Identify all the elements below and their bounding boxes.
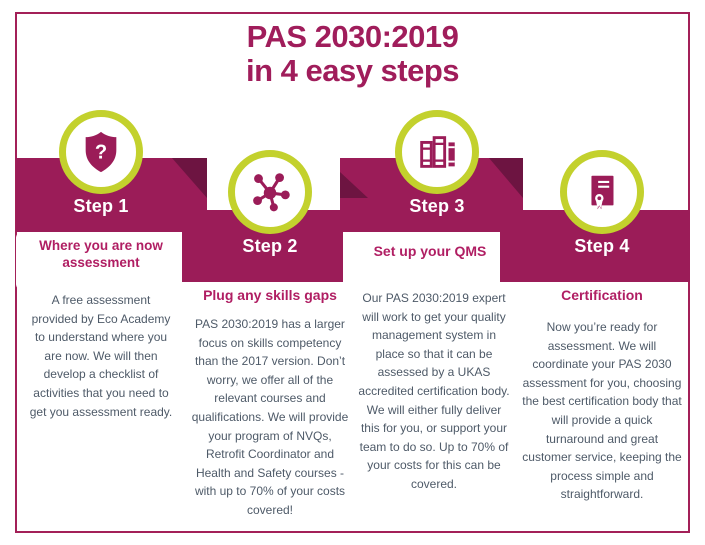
step-2-subtitle: Plug any skills gaps — [203, 287, 337, 303]
step-3-label: Step 3 — [409, 196, 465, 216]
step-1-subtitle-box — [16, 232, 182, 290]
step-4-body: Now you’re ready for assessment. We will… — [522, 320, 682, 502]
step-1-label: Step 1 — [73, 196, 129, 216]
shield-question-icon: ? — [85, 131, 117, 173]
svg-text:?: ? — [95, 142, 107, 164]
step-4-circle — [560, 150, 644, 234]
page-title: PAS 2030:2019 in 4 easy steps — [0, 19, 705, 89]
step-3-circle — [395, 110, 479, 194]
step-3-subtitle-box — [358, 232, 500, 282]
step-2-label: Step 2 — [242, 236, 298, 256]
step-3-subtitle: Set up your QMS — [373, 243, 487, 259]
step-4-subtitle: Certification — [561, 287, 643, 303]
step-1-subtitle: Where you are now assessment — [39, 238, 163, 270]
step-4-label: Step 4 — [574, 236, 630, 256]
step-1-circle: ? — [59, 110, 143, 194]
network-icon — [253, 173, 290, 212]
title-line-1: PAS 2030:2019 — [246, 19, 459, 54]
step-1-body: A free assessment provided by Eco Academ… — [29, 293, 173, 419]
step-2-body: PAS 2030:2019 has a larger focus on skil… — [191, 317, 349, 517]
title-line-2: in 4 easy steps — [245, 53, 460, 89]
step-2-circle — [228, 150, 312, 234]
step-3-body: Our PAS 2030:2019 expert will work to ge… — [358, 291, 510, 491]
books-icon — [420, 136, 455, 168]
certificate-icon — [591, 175, 614, 210]
